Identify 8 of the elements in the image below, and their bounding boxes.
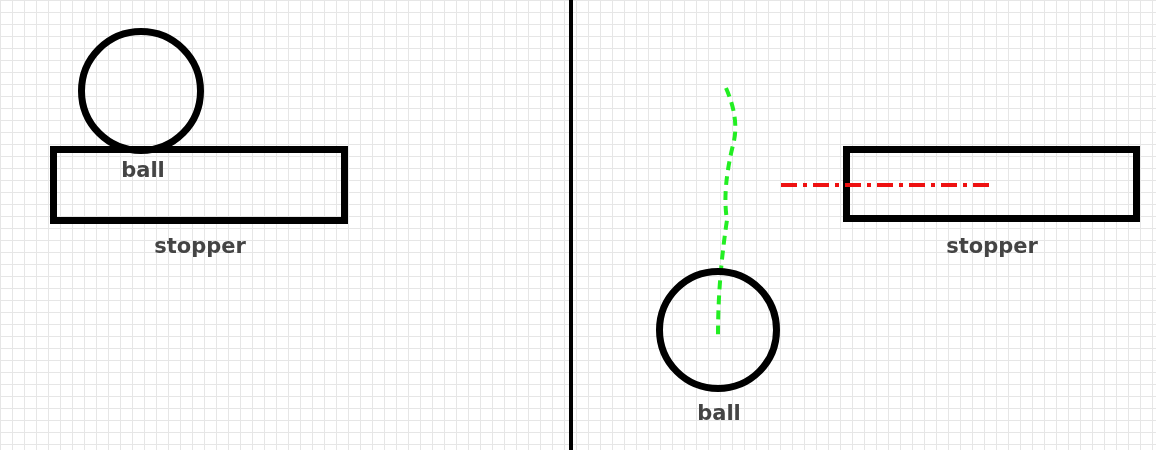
stopper-rectangle	[843, 146, 1140, 222]
part-label: stopper	[154, 236, 246, 257]
part-label: ball	[697, 403, 741, 424]
ball-circle	[78, 28, 204, 154]
stopper-rectangle	[50, 146, 348, 224]
part-label: stopper	[946, 236, 1038, 257]
part-label: ball	[121, 160, 165, 181]
ball-circle	[656, 268, 780, 392]
